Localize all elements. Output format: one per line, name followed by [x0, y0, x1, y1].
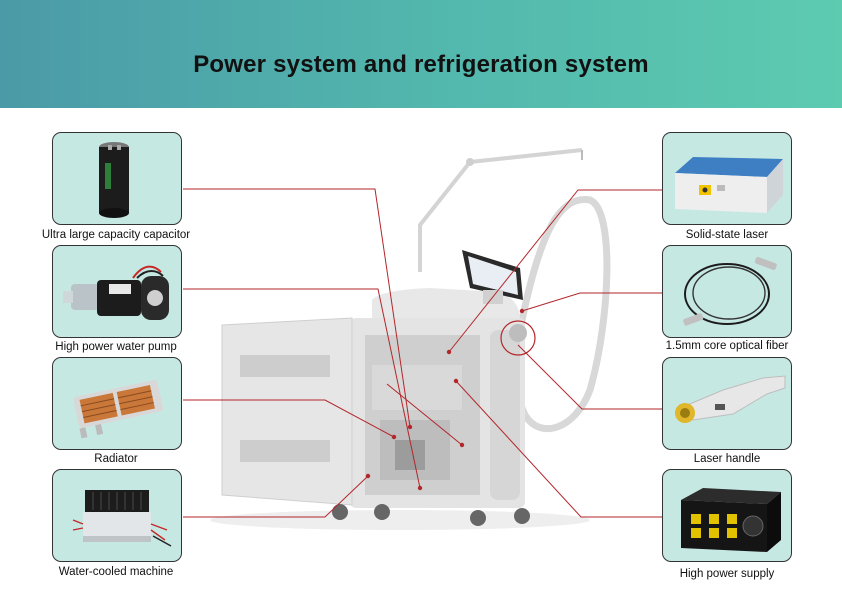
- leader-endpoints: [365, 308, 525, 491]
- laser-label: Solid-state laser: [685, 229, 769, 241]
- pump-label: High power water pump: [55, 341, 177, 353]
- fiber-label: 1.5mm core optical fiber: [665, 340, 789, 352]
- fiber-card: [662, 245, 792, 338]
- capacitor-card: [52, 132, 182, 225]
- page-title: Power system and refrigeration system: [193, 51, 649, 78]
- header-banner: [0, 0, 842, 108]
- leader-lines: [183, 188, 662, 518]
- water-cooled-label: Water-cooled machine: [58, 566, 174, 578]
- capacitor-icon: [99, 142, 129, 218]
- power-supply-label: High power supply: [679, 568, 775, 580]
- water-cooled-machine-icon: [72, 490, 172, 547]
- optical-fiber-icon: [683, 256, 777, 326]
- handle-label: Laser handle: [693, 453, 761, 465]
- laser-card: [662, 132, 792, 225]
- water-cooled-card: [52, 469, 182, 562]
- water-pump-icon: [63, 265, 169, 320]
- radiator-card: [52, 357, 182, 450]
- handle-highlight-circle: [500, 320, 536, 356]
- handle-card: [662, 357, 792, 450]
- power-supply-icon: [681, 488, 781, 552]
- capacitor-label: Ultra large capacity capacitor: [41, 229, 191, 241]
- power-supply-card: [662, 469, 792, 562]
- laser-machine-image: [210, 148, 611, 530]
- laser-handle-icon: [675, 375, 786, 423]
- solid-state-laser-icon: [675, 157, 783, 213]
- pump-card: [52, 245, 182, 338]
- radiator-label: Radiator: [94, 453, 138, 465]
- radiator-icon: [73, 379, 164, 439]
